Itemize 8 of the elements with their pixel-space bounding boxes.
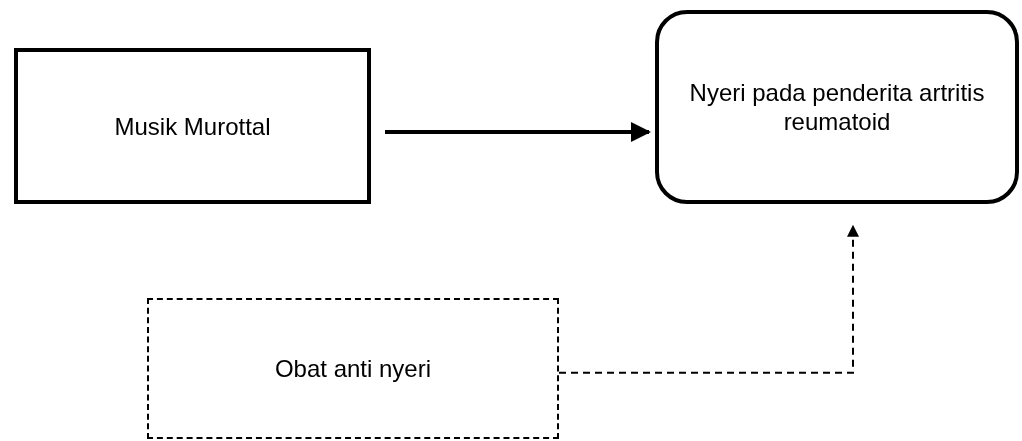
box-label: Obat anti nyeri: [274, 354, 432, 383]
process-box: [14, 48, 371, 204]
box-label: Nyeri pada penderita artritis reumatoid: [688, 78, 986, 136]
arrow: [385, 122, 651, 142]
arrow: [558, 224, 859, 374]
rounded-box: [655, 10, 1019, 204]
process-box: [147, 298, 559, 439]
box-label: Musik Murottal: [114, 111, 271, 141]
